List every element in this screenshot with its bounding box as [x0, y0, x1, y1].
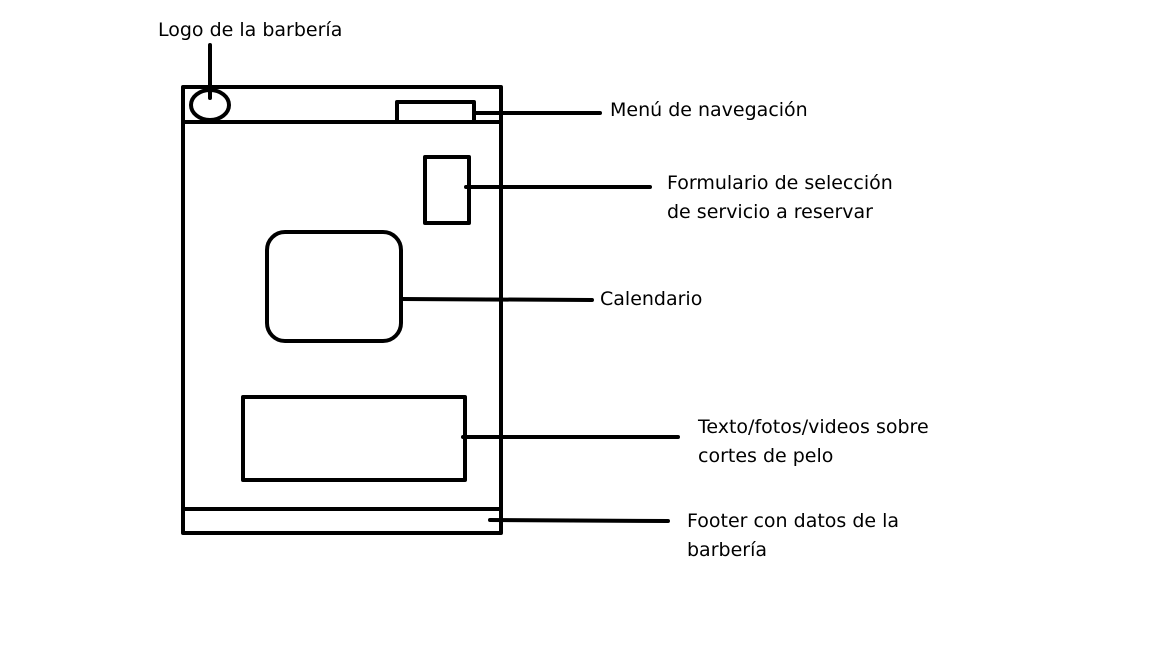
nav-label-text: Menú de navegación — [610, 99, 808, 121]
logo-label-text: Logo de la barbería — [158, 19, 343, 41]
booking-form-box — [423, 155, 471, 225]
calendar-label-text: Calendario — [600, 288, 703, 310]
footer-label: Footer con datos de la barbería — [687, 507, 899, 565]
content-media-label-line1: Texto/fotos/videos sobre — [698, 416, 929, 438]
content-media-box — [241, 395, 467, 482]
footer-label-line2: barbería — [687, 539, 767, 561]
booking-form-label-line2: de servicio a reservar — [667, 201, 873, 223]
nav-menu-box — [395, 100, 476, 124]
nav-label: Menú de navegación — [610, 96, 808, 125]
calendar-pointer-line — [399, 297, 594, 302]
content-media-label-line2: cortes de pelo — [698, 445, 834, 467]
page-frame — [181, 85, 503, 535]
calendar-label: Calendario — [600, 285, 702, 314]
booking-form-label: Formulario de selección de servicio a re… — [667, 169, 893, 227]
content-media-label: Texto/fotos/videos sobre cortes de pelo — [698, 413, 929, 471]
booking-form-label-line1: Formulario de selección — [667, 172, 893, 194]
calendar-box — [265, 230, 403, 343]
logo-label: Logo de la barbería — [158, 16, 342, 45]
footer-label-line1: Footer con datos de la — [687, 510, 900, 532]
footer-pointer-line — [488, 518, 670, 523]
